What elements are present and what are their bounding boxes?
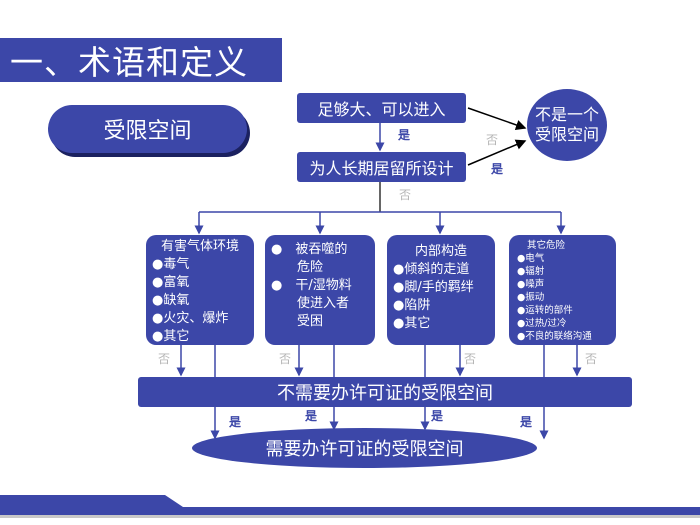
category-title: 其它危险 [527, 240, 566, 251]
question-designed-for-occupancy: 为人长期居留所设计 [297, 152, 466, 182]
category-item: ●毒气 [152, 257, 190, 272]
category-other-hazards: 其它危险 ●电气 ●辐射 ●噪声 ●振动 ●运转的部件 ●过热/过冷 ●不良的联… [509, 235, 616, 345]
yes-label: 是 [229, 415, 242, 429]
category-item: ●陷阱 [393, 298, 431, 313]
yes-label: 是 [520, 415, 533, 429]
footer-line [0, 515, 700, 518]
yes-label: 是 [398, 128, 411, 142]
category-item: ●运转的部件 [517, 305, 573, 316]
category-item: ●其它 [393, 316, 431, 331]
category-title: 内部构造 [414, 244, 467, 259]
no-label: 否 [158, 352, 171, 366]
no-label: 否 [585, 352, 598, 366]
category-item: 使进入者 [271, 296, 350, 311]
category-item: ●富氧 [152, 275, 190, 290]
topic-pill: 受限空间 [48, 105, 247, 153]
yes-label: 是 [491, 162, 504, 176]
category-item: 受困 [271, 314, 324, 329]
category-hazardous-atmosphere: 有害气体环境 ●毒气 ●富氧 ●缺氧 ●火灾、爆炸 ●其它 [146, 235, 254, 345]
not-confined-line2: 受限空间 [534, 125, 599, 144]
category-item: ●缺氧 [152, 293, 190, 308]
category-item: ●电气 [517, 253, 545, 264]
category-item: ●倾斜的走道 [393, 262, 470, 277]
no-permit-required-space: 不需要办许可证的受限空间 [138, 377, 632, 407]
category-item: ●火灾、爆炸 [152, 311, 229, 326]
category-item: ●辐射 [517, 266, 545, 277]
category-item: ●振动 [517, 292, 545, 303]
category-item: ●过热/过冷 [517, 318, 567, 329]
question-large-enough: 足够大、可以进入 [297, 93, 466, 123]
category-item: ● 干/湿物料 [271, 278, 352, 293]
category-engulfment: ● 被吞噬的 危险 ● 干/湿物料 使进入者 受困 [265, 235, 375, 345]
category-title: 有害气体环境 [160, 239, 239, 254]
permit-required-space: 需要办许可证的受限空间 [192, 428, 537, 468]
category-item: ● 被吞噬的 [271, 242, 348, 257]
no-label: 否 [464, 352, 477, 366]
yes-label: 是 [305, 409, 318, 423]
no-label: 否 [399, 188, 412, 202]
page-title: 一、术语和定义 [0, 38, 282, 82]
footer-bar [0, 495, 700, 515]
category-item: ●其它 [152, 329, 190, 344]
no-label: 否 [486, 133, 499, 147]
category-item: ●脚/手的羁绊 [393, 280, 474, 295]
category-internal-configuration: 内部构造 ●倾斜的走道 ●脚/手的羁绊 ●陷阱 ●其它 [387, 235, 495, 345]
not-confined-space-node: 不是一个 受限空间 [527, 89, 607, 161]
category-item: ●噪声 [517, 279, 545, 290]
yes-label: 是 [431, 409, 444, 423]
category-item: ●不良的联络沟通 [517, 331, 592, 342]
no-label: 否 [279, 352, 292, 366]
not-confined-line1: 不是一个 [534, 105, 599, 124]
category-item: 危险 [271, 260, 324, 275]
